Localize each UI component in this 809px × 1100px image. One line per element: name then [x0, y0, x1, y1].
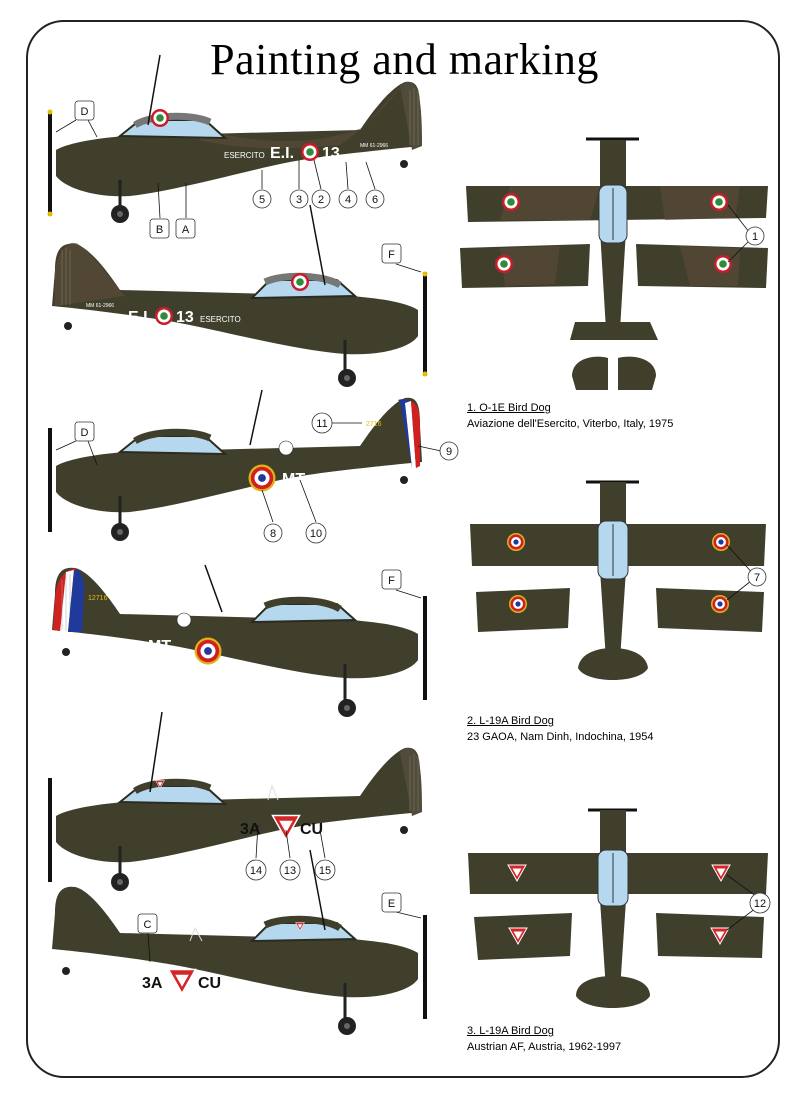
army-text: ESERCITO: [200, 315, 241, 324]
lower-wing-right: [656, 913, 764, 958]
rudder-stripes: [398, 399, 420, 468]
caption-2-name: 2. L-19A Bird Dog: [467, 715, 554, 727]
fuselage: [56, 397, 422, 513]
number-text: 13: [176, 309, 194, 326]
callout-box: [149, 218, 170, 239]
code-right-text: CU: [300, 821, 323, 838]
callout-B: B: [156, 224, 163, 236]
code-text: E.I.: [270, 145, 294, 162]
army-text: ESERCITO: [224, 151, 265, 160]
callout-E: E: [388, 898, 395, 910]
fuselage: [52, 243, 418, 355]
callout-box: [74, 100, 95, 121]
fuselage: [56, 747, 422, 863]
callout-10: 10: [310, 528, 322, 540]
plane-2-left-profile: MT 2716: [48, 389, 422, 541]
code-text: MT: [148, 638, 171, 655]
callout-1: 1: [752, 231, 758, 243]
callout-box: [381, 569, 402, 590]
callout-5: 5: [259, 194, 265, 206]
plan-view-1: [460, 137, 768, 390]
caption-2-unit: 23 GAOA, Nam Dinh, Indochina, 1954: [467, 731, 654, 743]
callout-14: 14: [250, 865, 262, 877]
callout-15: 15: [319, 865, 331, 877]
callout-11: 11: [316, 418, 327, 430]
code-left-text: 3A: [142, 975, 163, 992]
plane-1-left-profile: ESERCITO E.I. 13 MM 61-2966: [47, 54, 422, 223]
caption-1-unit: Aviazione dell'Esercito, Viterbo, Italy,…: [467, 418, 674, 430]
plane-3-right-profile: 3A CU: [52, 849, 427, 1035]
callout-box: [381, 243, 402, 264]
stabilizer-right: [618, 356, 656, 390]
callout-9: 9: [446, 446, 452, 458]
callout-box: [381, 892, 402, 913]
lower-wing-right: [656, 588, 764, 632]
plane-2-right-profile: MT 12716: [52, 564, 427, 717]
antenna: [249, 389, 263, 446]
callout-F: F: [388, 249, 395, 261]
caption-2: 2. L-19A Bird Dog 23 GAOA, Nam Dinh, Ind…: [467, 713, 654, 745]
plan-view-2: [470, 480, 766, 680]
callout-box: [175, 218, 196, 239]
plane-1-right-profile: E.I. 13 ESERCITO MM 61-2966: [52, 204, 428, 387]
callout-4: 4: [345, 194, 351, 206]
caption-1: 1. O-1E Bird Dog Aviazione dell'Esercito…: [467, 400, 673, 432]
callout-12: 12: [754, 898, 766, 910]
rudder-stripes: [53, 568, 84, 632]
serial-text: MM 61-2966: [86, 303, 114, 309]
stabilizer-left: [572, 356, 608, 390]
tailplane: [576, 976, 650, 1008]
tailplane: [570, 322, 658, 340]
antenna: [204, 564, 223, 613]
caption-3: 3. L-19A Bird Dog Austrian AF, Austria, …: [467, 1023, 621, 1055]
callout-A: A: [182, 224, 190, 236]
callout-8: 8: [270, 528, 276, 540]
antenna: [149, 711, 163, 793]
page-title: Painting and marking: [210, 35, 599, 84]
callout-7: 7: [754, 572, 760, 584]
callout-box: [137, 913, 158, 934]
caption-1-name: 1. O-1E Bird Dog: [467, 402, 551, 414]
callout-2: 2: [318, 194, 324, 206]
callout-D: D: [81, 427, 89, 439]
callout-markers: [74, 100, 771, 934]
leader-lines: [55, 119, 765, 963]
antenna: [309, 204, 326, 286]
fuselage: [52, 886, 418, 998]
callout-3: 3: [296, 194, 302, 206]
code-left-text: 3A: [240, 821, 261, 838]
plan-view-3: [468, 808, 768, 1008]
caption-3-unit: Austrian AF, Austria, 1962-1997: [467, 1041, 622, 1053]
code-right-text: CU: [198, 975, 221, 992]
callout-6: 6: [372, 194, 378, 206]
callout-box: [74, 421, 95, 442]
callout-D: D: [81, 106, 89, 118]
callout-C: C: [144, 919, 152, 931]
fuselage: [52, 567, 418, 679]
tail-number-text: 12716: [88, 595, 108, 602]
callout-labels: D B A F D F C E 5 3 2 4 6 1 11 9 8 10 7 …: [81, 106, 767, 931]
serial-text: MM 61-2966: [360, 143, 388, 149]
lower-wing-left: [474, 913, 572, 960]
caption-3-name: 3. L-19A Bird Dog: [467, 1025, 554, 1037]
plane-3-left-profile: 3A CU: [48, 711, 422, 891]
code-text: E.I.: [128, 309, 152, 326]
callout-F: F: [388, 575, 395, 587]
tailplane: [578, 648, 648, 680]
code-text: MT: [282, 471, 305, 488]
number-text: 13: [322, 145, 340, 162]
sheet-border: [26, 20, 780, 1078]
tail-number-text: 2716: [366, 421, 382, 428]
antenna: [309, 849, 326, 931]
callout-13: 13: [284, 865, 296, 877]
antenna: [147, 54, 161, 126]
